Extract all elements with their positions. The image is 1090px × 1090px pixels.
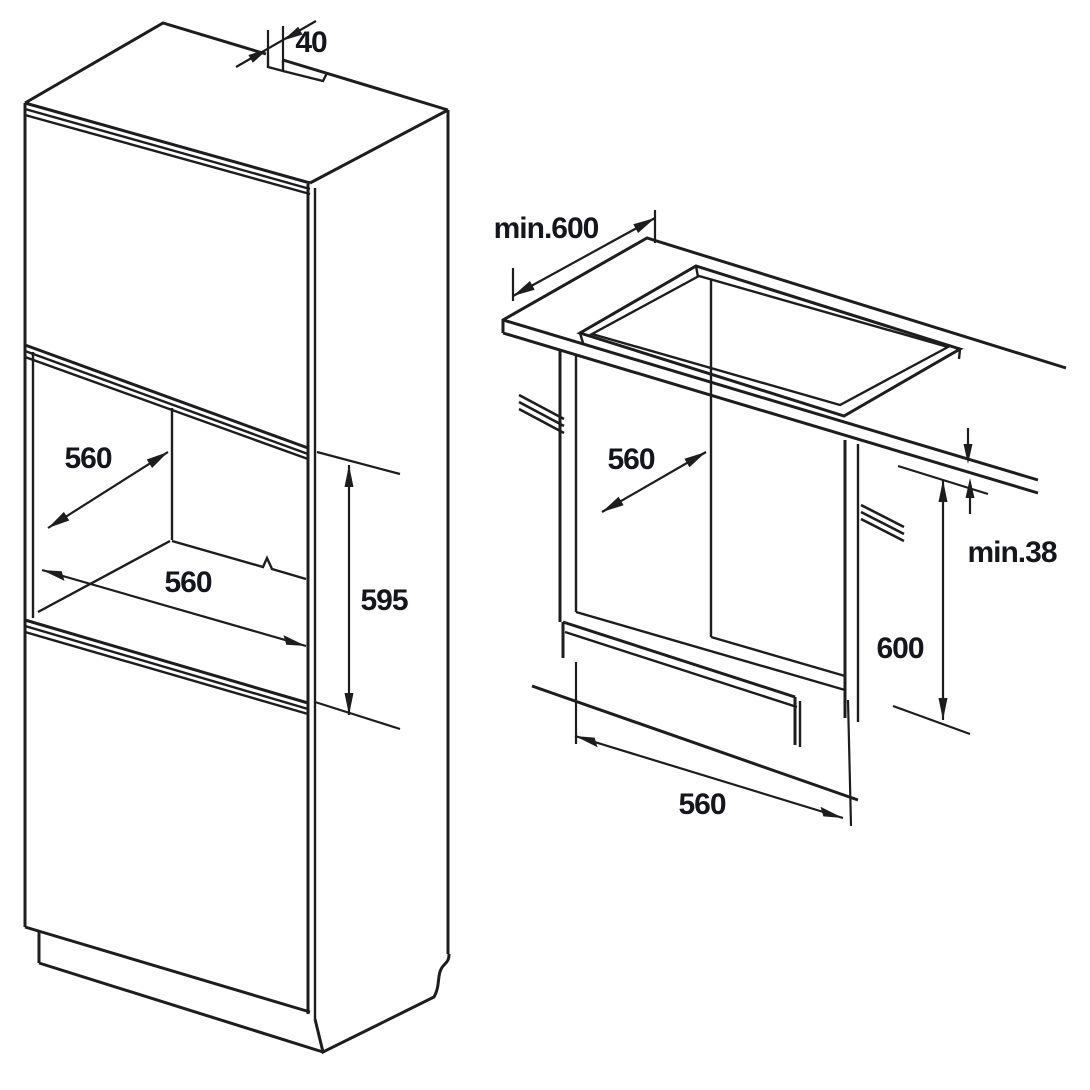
hatch-line [860,517,905,543]
arrowhead [344,693,354,715]
lower-door-bottom-edge [24,925,311,1014]
arrowhead [684,452,706,468]
arrowhead [633,218,655,233]
plinth-bottom-edge [38,961,324,1054]
hatch-line [518,393,565,421]
hob-cutout-inner-edge [588,274,952,407]
niche-floor-front-edge [575,610,846,692]
upper-door-bottom-edge-2 [24,349,309,456]
hob-cutout-corner-tick [694,265,700,278]
plinth-top-edge [562,620,796,699]
extension-line [846,699,853,827]
dimension-worktop-depth [511,210,657,301]
arrowhead [820,806,843,818]
arrowhead [283,26,303,41]
hatch-line [518,407,565,435]
dimension-niche-height [314,450,401,731]
dimension-niche-depth [601,451,707,513]
dimension-niche-width [41,568,307,648]
arrowhead [938,698,948,720]
dimension-top-vent-gap [235,20,317,68]
dimension-line [574,734,844,820]
side-panel-bottom-foot [313,953,451,1055]
arrowhead [48,511,70,528]
arrowhead [513,281,535,296]
lower-door-top-edge-2 [24,624,309,711]
dimension-label-niche-width-left: 560 [164,566,212,599]
arrowhead [938,480,948,502]
niche-floor-back-edge [710,635,846,678]
arrowhead [963,444,973,464]
dimension-label-niche-height-left: 595 [360,584,408,617]
dimension-line [235,20,317,68]
left-wall-break-hatch [518,393,565,435]
niche-floor-back-edge [171,539,307,581]
dimension-label-worktop-thickness: min.38 [967,536,1057,569]
right-wall-break-hatch [860,503,905,543]
hob-cutout-corner-tick [578,332,585,344]
dimension-label-niche-height-right: 600 [876,632,924,665]
dimension-niche-width [574,662,853,827]
cabinet-top-left-edge [24,21,267,105]
upper-door-bottom-edge [24,343,309,450]
dimension-line [512,217,656,297]
extension-line [314,700,401,731]
extension-line [892,704,971,736]
hatch-line [860,503,905,529]
hob-cutout-outer-edge [576,264,964,418]
dimension-line [41,568,307,648]
arrowhead [248,49,268,63]
worktop-front-bottom-edge [502,331,1039,495]
dimension-label-niche-depth-left: 560 [64,442,112,475]
tall-cabinet-drawing [23,20,451,1055]
niche-floor-left-edge [37,539,171,614]
side-panel-top-edge [309,108,449,185]
hob-cutout-corner-tick [957,348,962,360]
ground-line [531,684,859,802]
cabinet-top-vent-notch [266,55,285,73]
plinth-top-edge-2 [564,630,798,709]
dimension-line [47,451,169,529]
hatch-line [518,400,565,428]
arrowhead [602,496,624,512]
arrowhead [344,465,354,487]
lower-door-top-edge-3 [24,630,309,716]
dimension-label-top-vent-gap: 40 [295,26,327,59]
cabinet-front-top-edge [24,101,311,185]
dimension-label-niche-depth-right: 560 [607,443,655,476]
cabinet-front-top-edge-3 [24,113,311,196]
arrowhead [283,635,306,646]
hatch-line [860,510,905,536]
under-worktop-drawing [501,210,1067,827]
upper-door-bottom-edge-3 [24,355,309,461]
dimension-label-worktop-depth: min.600 [493,212,600,245]
arrowhead [42,570,65,581]
dimension-niche-depth [47,451,169,529]
dimension-niche-height [892,464,989,736]
arrowhead [575,736,598,748]
dimension-label-niche-width-right: 560 [678,788,726,821]
arrowhead [146,452,168,468]
cabinet-front-top-edge-2 [24,107,311,191]
worktop-front-top-edge [502,318,1039,482]
cabinet-top-vent-channel [282,69,329,83]
worktop-left-and-back-edge [501,236,1067,370]
lower-door-top-edge [24,618,309,705]
extension-line [316,450,401,476]
cabinet-top-back-edge [282,58,449,112]
